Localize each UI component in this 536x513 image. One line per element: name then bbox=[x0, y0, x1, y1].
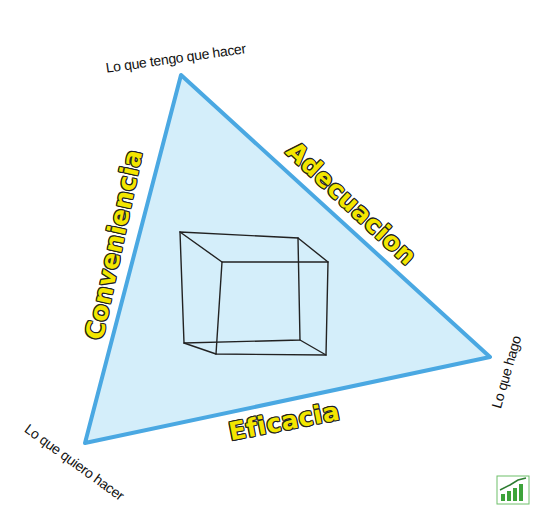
necker-cube bbox=[180, 232, 328, 355]
vertex-label: Lo que tengo que hacer bbox=[105, 41, 247, 75]
vertex-label: Lo que hago bbox=[489, 334, 523, 410]
triangle bbox=[85, 75, 490, 443]
logo-icon bbox=[497, 476, 529, 504]
